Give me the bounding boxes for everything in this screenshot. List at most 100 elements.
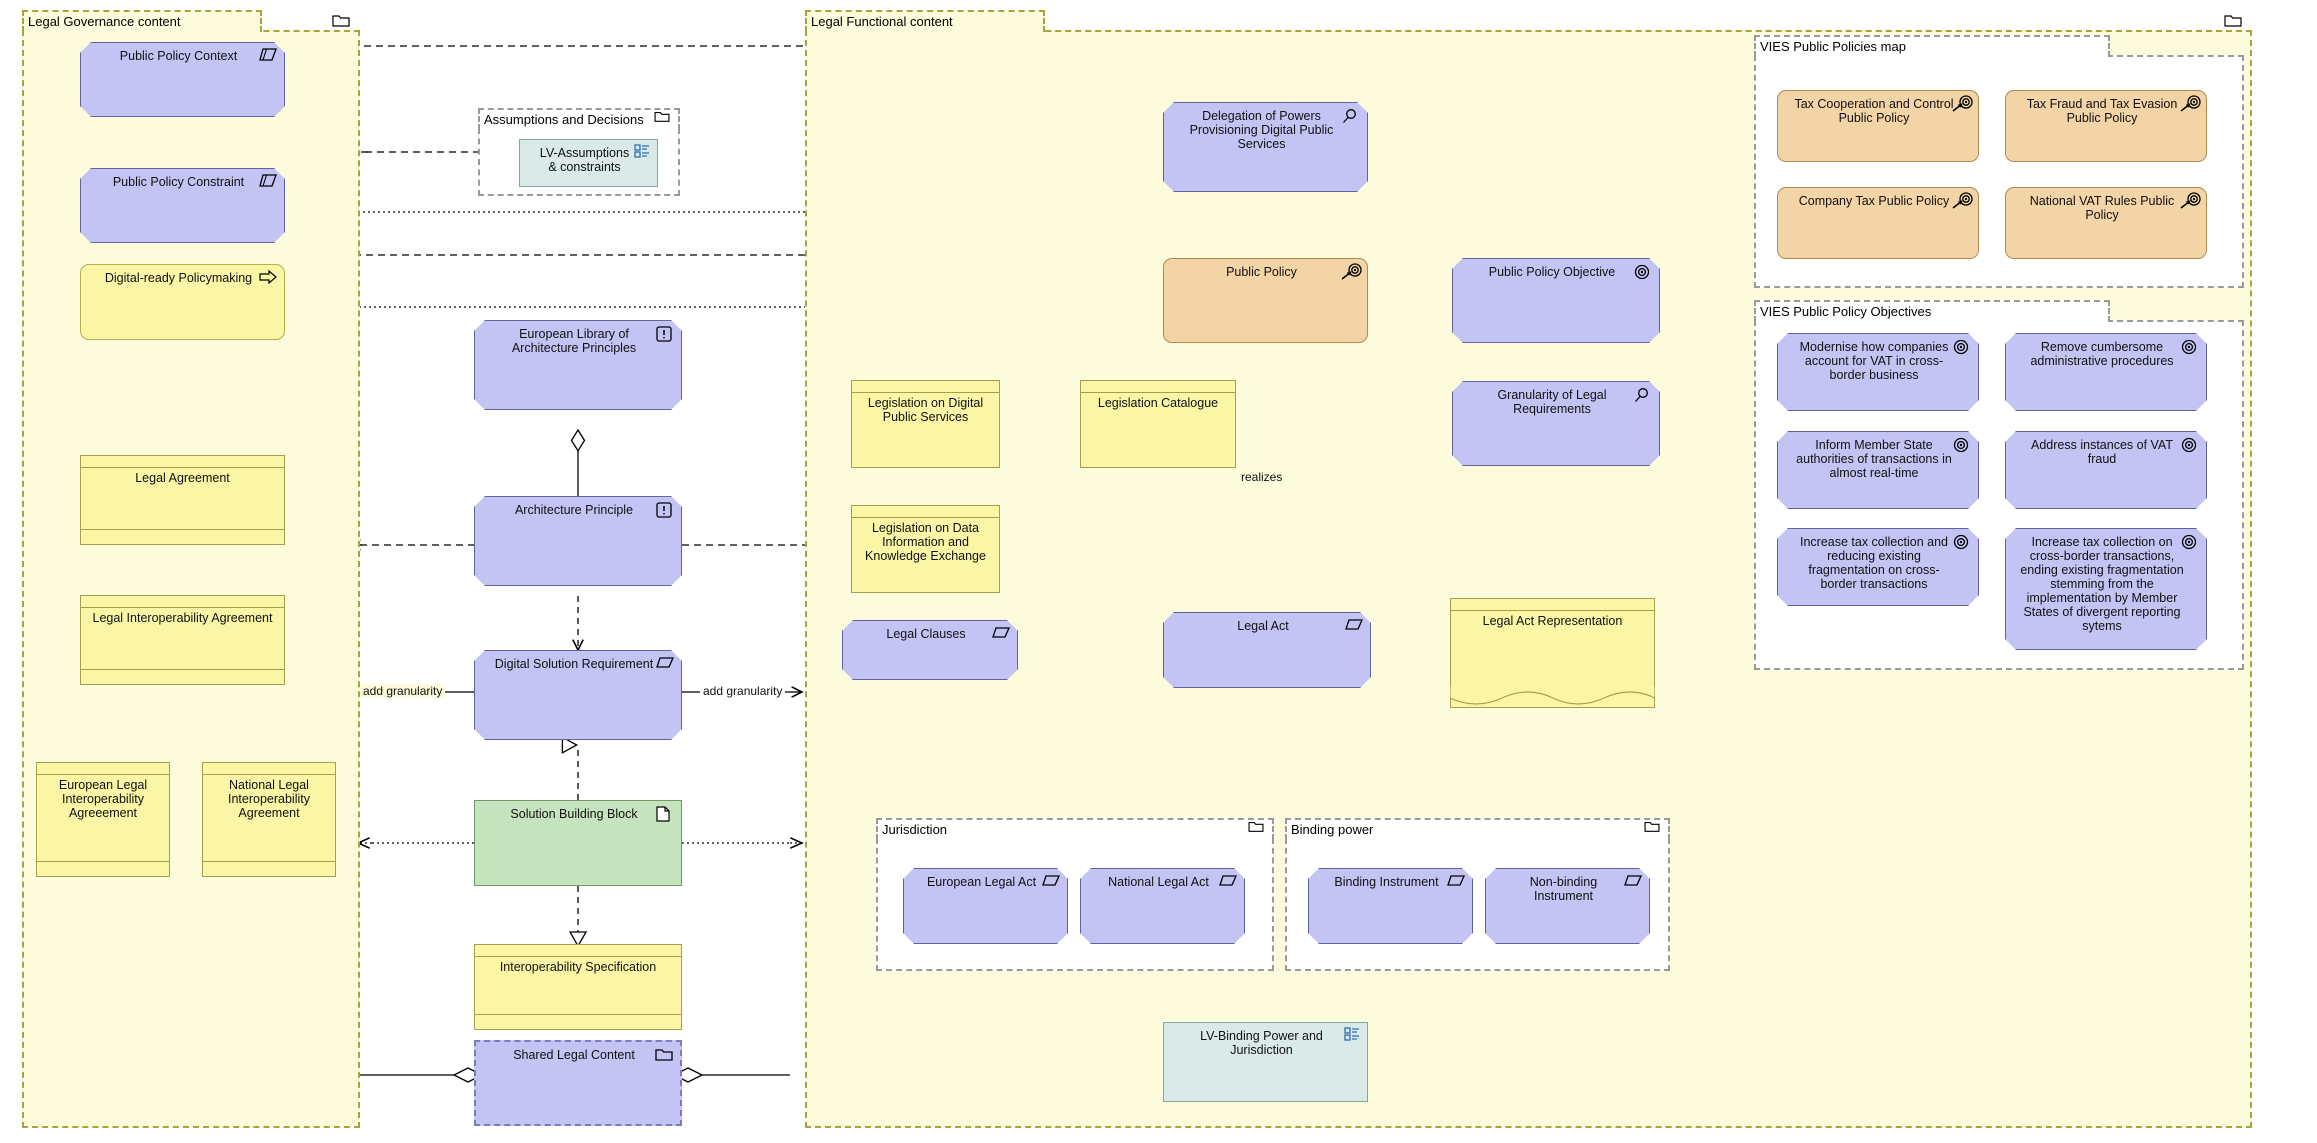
element-solution-building-block[interactable]: Solution Building Block bbox=[474, 800, 682, 886]
element-label: LV-Assumptions & constraints bbox=[539, 146, 630, 174]
element-label: Architecture Principle bbox=[514, 503, 634, 517]
element-vies-policy-1[interactable]: Tax Fraud and Tax Evasion Public Policy bbox=[2005, 90, 2207, 162]
element-label: Legal Clauses bbox=[886, 627, 966, 641]
requirement-icon bbox=[656, 656, 674, 672]
element-digital-solution-requirement[interactable]: Digital Solution Requirement bbox=[474, 650, 682, 740]
goal-target-arrow-icon bbox=[1950, 192, 1974, 209]
element-label: National VAT Rules Public Policy bbox=[2029, 194, 2175, 222]
element-label: Digital Solution Requirement bbox=[494, 657, 654, 671]
goal-target-arrow-icon bbox=[1339, 263, 1363, 280]
element-vies-policy-2[interactable]: Company Tax Public Policy bbox=[1777, 187, 1979, 259]
group-vies-policies-tab: VIES Public Policies map bbox=[1754, 35, 2110, 57]
element-legislation-on-data-information-and-knowledge-exchange[interactable]: Legislation on Data Information and Know… bbox=[851, 505, 1000, 593]
element-vies-objective-0[interactable]: Modernise how companies account for VAT … bbox=[1777, 333, 1979, 411]
element-label: European Legal Interoperability Agreeeme… bbox=[58, 778, 148, 820]
element-public-policy[interactable]: Public Policy bbox=[1163, 258, 1368, 343]
group-legal-governance-label: Legal Governance content bbox=[28, 14, 181, 29]
element-legal-interoperability-agreement[interactable]: Legal Interoperability Agreement bbox=[80, 595, 285, 685]
class-top-rule bbox=[1081, 392, 1235, 393]
group-jurisdiction-label: Jurisdiction bbox=[882, 822, 948, 837]
element-lv-assumptions-constraints[interactable]: LV-Assumptions & constraints bbox=[519, 139, 658, 187]
element-interoperability-specification[interactable]: Interoperability Specification bbox=[474, 944, 682, 1030]
element-non-binding-instrument[interactable]: Non-binding Instrument bbox=[1485, 868, 1650, 944]
element-vies-objective-2[interactable]: Inform Member State authorities of trans… bbox=[1777, 431, 1979, 509]
element-vies-policy-0[interactable]: Tax Cooperation and Control Public Polic… bbox=[1777, 90, 1979, 162]
document-wave bbox=[1450, 686, 1655, 705]
element-public-policy-constraint[interactable]: Public Policy Constraint bbox=[80, 168, 285, 243]
element-shared-legal-content[interactable]: Shared Legal Content bbox=[474, 1040, 682, 1126]
element-label: Tax Fraud and Tax Evasion Public Policy bbox=[2026, 97, 2178, 125]
element-label: National Legal Act bbox=[1108, 875, 1209, 889]
element-lv-binding-power-and-jurisdiction[interactable]: LV-Binding Power and Jurisdiction bbox=[1163, 1022, 1368, 1102]
element-european-library-of-architecture-principles[interactable]: European Library of Architecture Princip… bbox=[474, 320, 682, 410]
element-delegation-of-powers[interactable]: Delegation of Powers Provisioning Digita… bbox=[1163, 102, 1368, 192]
class-top-rule bbox=[203, 774, 335, 775]
element-legal-agreement[interactable]: Legal Agreement bbox=[80, 455, 285, 545]
group-binding-power-label: Binding power bbox=[1291, 822, 1374, 837]
element-european-legal-interoperability-agreement[interactable]: European Legal Interoperability Agreeeme… bbox=[36, 762, 170, 877]
element-vies-objective-5[interactable]: Increase tax collection on cross-border … bbox=[2005, 528, 2207, 650]
element-legislation-on-digital-public-services[interactable]: Legislation on Digital Public Services bbox=[851, 380, 1000, 468]
element-legislation-catalogue[interactable]: Legislation Catalogue bbox=[1080, 380, 1236, 468]
element-public-policy-objective[interactable]: Public Policy Objective bbox=[1452, 258, 1660, 343]
element-label: European Legal Act bbox=[926, 875, 1037, 889]
group-vies-objectives-label: VIES Public Policy Objectives bbox=[1760, 304, 1932, 319]
element-label: Public Policy Objective bbox=[1488, 265, 1616, 279]
element-national-legal-interoperability-agreement[interactable]: National Legal Interoperability Agreemen… bbox=[202, 762, 336, 877]
goal-target-icon bbox=[2181, 534, 2199, 550]
element-european-legal-act[interactable]: European Legal Act bbox=[903, 868, 1068, 944]
element-vies-objective-4[interactable]: Increase tax collection and reducing exi… bbox=[1777, 528, 1979, 606]
goal-target-icon bbox=[2181, 437, 2199, 453]
edge-label-add-granularity-right: add granularity bbox=[700, 684, 786, 698]
requirement-icon bbox=[992, 626, 1010, 642]
element-national-legal-act[interactable]: National Legal Act bbox=[1080, 868, 1245, 944]
deliverable-icon bbox=[656, 806, 674, 822]
motivation-driver-icon bbox=[259, 48, 277, 64]
goal-target-arrow-icon bbox=[1950, 95, 1974, 112]
element-legal-act[interactable]: Legal Act bbox=[1163, 612, 1371, 688]
element-binding-instrument[interactable]: Binding Instrument bbox=[1308, 868, 1473, 944]
group-legal-functional-tab: Legal Functional content bbox=[805, 10, 1045, 32]
element-label: Non-binding Instrument bbox=[1529, 875, 1598, 903]
class-top-rule bbox=[37, 774, 169, 775]
element-vies-policy-3[interactable]: National VAT Rules Public Policy bbox=[2005, 187, 2207, 259]
element-label: Delegation of Powers Provisioning Digita… bbox=[1189, 109, 1334, 151]
group-legal-governance-tab: Legal Governance content bbox=[22, 10, 262, 32]
element-label: Public Policy Context bbox=[119, 49, 238, 63]
element-label: Legislation on Digital Public Services bbox=[867, 396, 984, 424]
folder-icon bbox=[655, 1047, 673, 1063]
goal-target-arrow-icon bbox=[2178, 192, 2202, 209]
viewpoint-icon bbox=[634, 144, 652, 160]
element-vies-objective-1[interactable]: Remove cumbersome administrative procedu… bbox=[2005, 333, 2207, 411]
element-label: European Library of Architecture Princip… bbox=[511, 327, 637, 355]
element-label: Digital-ready Policymaking bbox=[104, 271, 253, 285]
principle-icon bbox=[656, 326, 674, 342]
element-public-policy-context[interactable]: Public Policy Context bbox=[80, 42, 285, 117]
class-bottom-rule bbox=[81, 529, 284, 530]
doc-top-rule bbox=[1451, 610, 1654, 611]
element-digital-ready-policymaking[interactable]: Digital-ready Policymaking bbox=[80, 264, 285, 340]
element-label: Remove cumbersome administrative procedu… bbox=[2030, 340, 2174, 368]
element-label: Legal Agreement bbox=[135, 471, 230, 485]
element-label: Legislation Catalogue bbox=[1097, 396, 1219, 410]
element-legal-clauses[interactable]: Legal Clauses bbox=[842, 620, 1018, 680]
goal-target-icon bbox=[1634, 264, 1652, 280]
element-label: Public Policy Constraint bbox=[112, 175, 245, 189]
class-bottom-rule bbox=[203, 861, 335, 862]
element-granularity-of-legal-requirements[interactable]: Granularity of Legal Requirements bbox=[1452, 381, 1660, 466]
element-architecture-principle[interactable]: Architecture Principle bbox=[474, 496, 682, 586]
class-top-rule bbox=[81, 607, 284, 608]
element-vies-objective-3[interactable]: Address instances of VAT fraud bbox=[2005, 431, 2207, 509]
goal-target-icon bbox=[1953, 534, 1971, 550]
class-bottom-rule bbox=[81, 669, 284, 670]
goal-target-icon bbox=[1953, 437, 1971, 453]
element-label: Granularity of Legal Requirements bbox=[1497, 388, 1607, 416]
element-legal-act-representation[interactable]: Legal Act Representation bbox=[1450, 598, 1655, 708]
viewpoint-icon bbox=[1344, 1027, 1362, 1043]
group-jurisdiction: Jurisdiction bbox=[876, 818, 1274, 971]
edge-label-realizes: realizes bbox=[1238, 470, 1286, 484]
folder-icon bbox=[332, 13, 350, 29]
requirement-icon bbox=[1447, 874, 1465, 890]
edge-label-add-granularity-left: add granularity bbox=[360, 684, 446, 698]
element-label: Inform Member State authorities of trans… bbox=[1796, 438, 1952, 480]
